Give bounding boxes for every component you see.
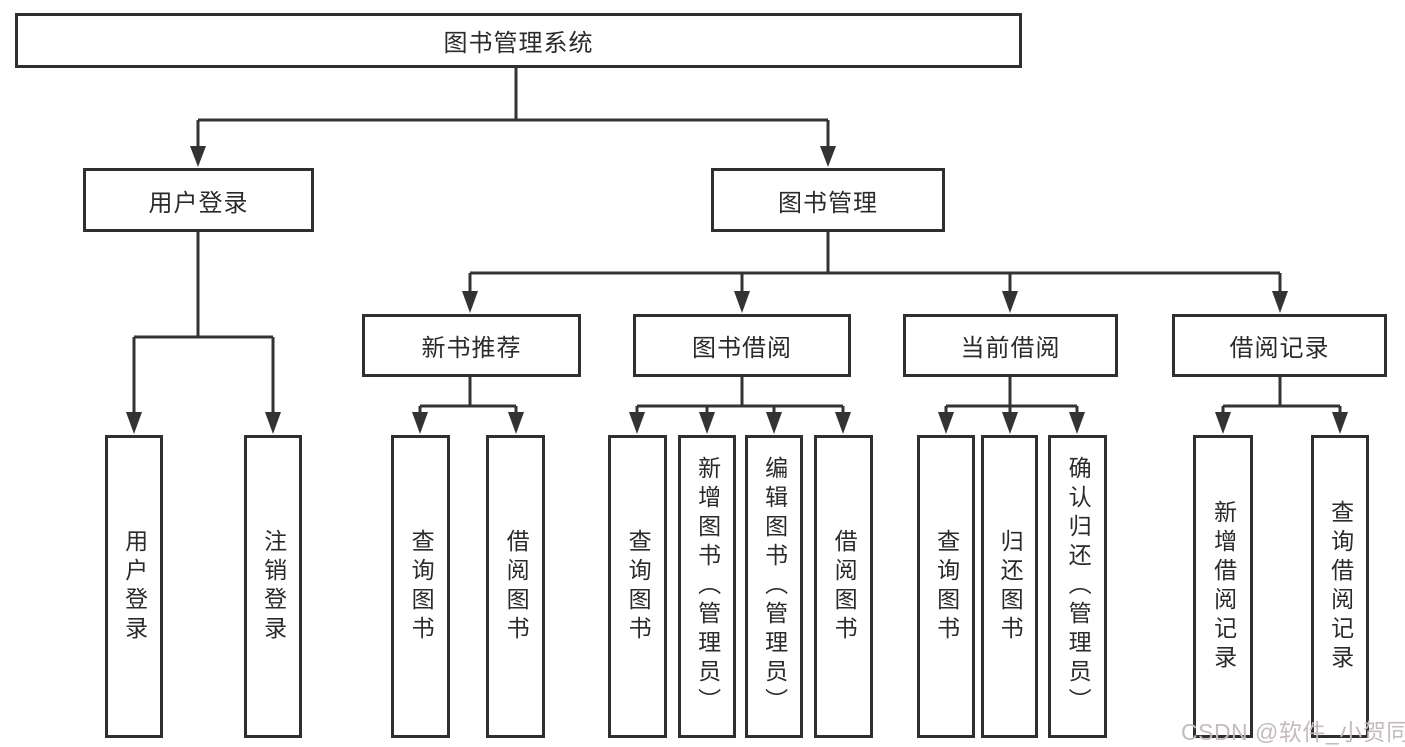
leaf-add-borrow-record: 新增借阅记录 xyxy=(1193,435,1253,738)
node-book-management: 图书管理 xyxy=(711,168,945,232)
node-borrow-record: 借阅记录 xyxy=(1172,314,1387,377)
leaf-label: 查询借阅记录 xyxy=(1327,499,1354,674)
leaf-label: 确认归还（管理员） xyxy=(1065,456,1092,717)
leaf-borrow-book-2: 借阅图书 xyxy=(814,435,873,738)
leaf-edit-book-admin: 编辑图书（管理员） xyxy=(745,435,803,738)
leaf-label: 查询图书 xyxy=(933,528,960,645)
connector-current-borrow xyxy=(938,377,1085,434)
connector-borrow-record xyxy=(1215,377,1348,434)
node-book-borrow: 图书借阅 xyxy=(633,314,851,377)
leaf-label: 借阅图书 xyxy=(831,528,858,645)
node-new-book-recommend: 新书推荐 xyxy=(362,314,581,377)
leaf-confirm-return-admin: 确认归还（管理员） xyxy=(1048,435,1107,738)
leaf-query-book-1: 查询图书 xyxy=(391,435,450,738)
leaf-label: 编辑图书（管理员） xyxy=(761,456,788,717)
leaf-query-borrow-record: 查询借阅记录 xyxy=(1311,435,1369,738)
leaf-query-book-2: 查询图书 xyxy=(608,435,667,738)
leaf-label: 归还图书 xyxy=(997,528,1024,645)
node-root: 图书管理系统 xyxy=(15,13,1022,68)
leaf-borrow-book-1: 借阅图书 xyxy=(486,435,545,738)
leaf-label: 借阅图书 xyxy=(503,528,530,645)
leaf-return-book: 归还图书 xyxy=(981,435,1038,738)
node-current-borrow: 当前借阅 xyxy=(903,314,1118,377)
leaf-query-book-3: 查询图书 xyxy=(917,435,975,738)
leaf-logout: 注销登录 xyxy=(244,435,302,738)
leaf-user-login: 用户登录 xyxy=(105,435,163,738)
node-user-login: 用户登录 xyxy=(83,168,314,232)
csdn-watermark: CSDN @软件_小贺同学 xyxy=(1181,719,1405,745)
leaf-label: 注销登录 xyxy=(260,528,287,645)
connector-user-login xyxy=(126,232,281,434)
connector-new-book xyxy=(412,377,524,434)
connector-book-mgmt xyxy=(462,232,1288,313)
leaf-label: 新增图书（管理员） xyxy=(694,456,721,717)
leaf-label: 查询图书 xyxy=(408,528,435,645)
leaf-label: 用户登录 xyxy=(121,528,148,645)
leaf-add-book-admin: 新增图书（管理员） xyxy=(678,435,736,738)
leaf-label: 新增借阅记录 xyxy=(1210,499,1237,674)
connector-root xyxy=(190,68,836,167)
connector-book-borrow xyxy=(629,377,851,434)
leaf-label: 查询图书 xyxy=(625,528,652,645)
